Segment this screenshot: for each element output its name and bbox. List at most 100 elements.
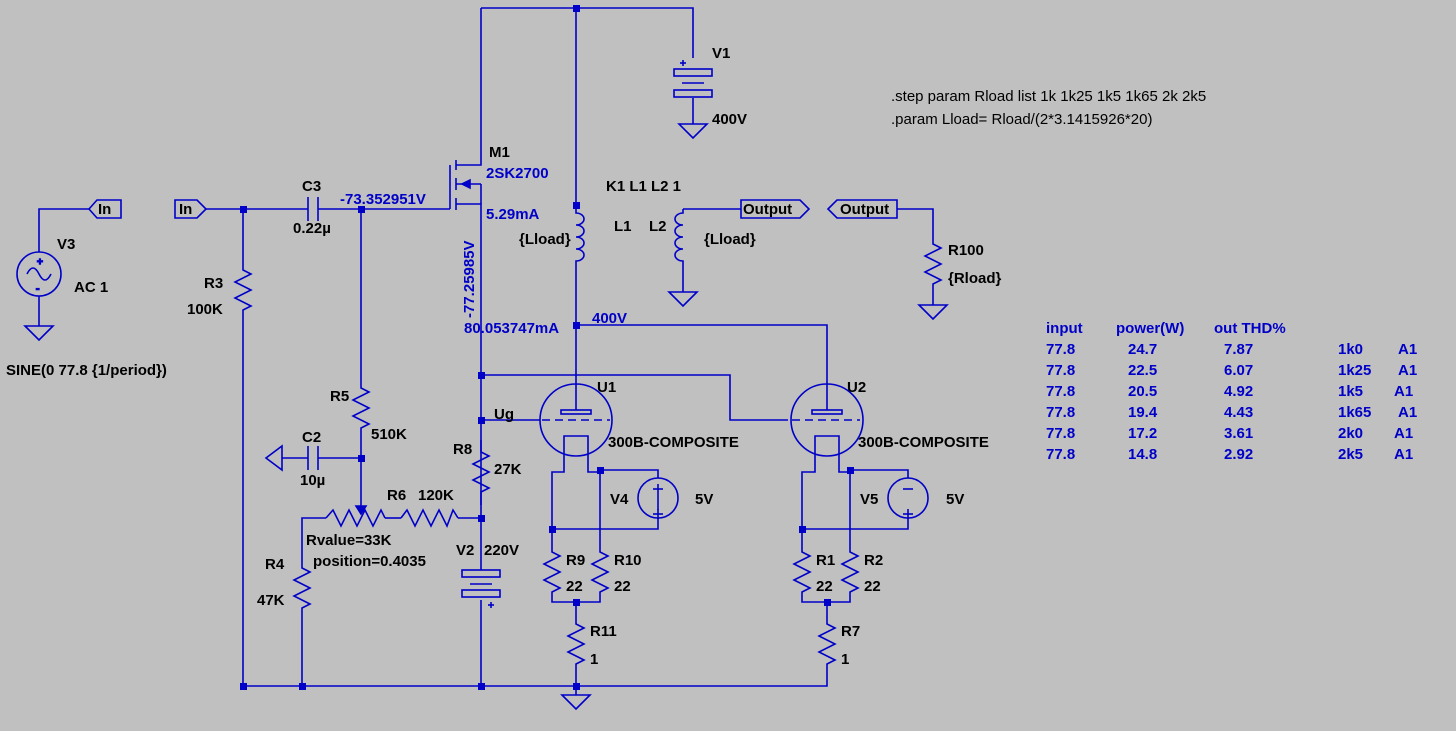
r10-name: R10 [614, 552, 642, 569]
results-r0-power: 24.7 [1128, 341, 1157, 358]
v3-name: V3 [57, 236, 75, 253]
v5-name: V5 [860, 491, 878, 508]
l2-value: {Lload} [704, 231, 756, 248]
v2-battery-symbol [461, 550, 501, 608]
coupling-directive: K1 L1 L2 1 [606, 178, 681, 195]
u2-model: 300B-COMPOSITE [858, 434, 989, 451]
param-directive: .param Lload= Rload/(2*3.1415926*20) [891, 111, 1152, 128]
r1-name: R1 [816, 552, 835, 569]
v3-ac-source-symbol: + - [16, 251, 62, 297]
plate-voltage: 400V [592, 310, 627, 327]
triode-u1-symbol [539, 383, 613, 457]
v1-name: V1 [712, 45, 730, 62]
results-r4-load: 2k0 [1338, 425, 1363, 442]
r100-name: R100 [948, 242, 984, 259]
source-voltage: -77.25985V [461, 240, 478, 318]
results-r2-load: 1k5 [1338, 383, 1363, 400]
v1-battery-symbol [673, 60, 713, 98]
m1-current: 5.29mA [486, 206, 540, 223]
r11-value: 1 [590, 651, 598, 668]
l2-name: L2 [649, 218, 667, 235]
results-r4-class: A1 [1394, 425, 1413, 442]
r9-name: R9 [566, 552, 585, 569]
results-header-power: power(W) [1116, 320, 1184, 337]
r9-value: 22 [566, 578, 583, 595]
c2-value: 10µ [300, 472, 325, 489]
results-r2-input: 77.8 [1046, 383, 1075, 400]
ug-label: Ug [494, 406, 514, 423]
plate-current: 80.053747mA [464, 320, 559, 337]
results-r4-thd: 3.61 [1224, 425, 1253, 442]
r2-name: R2 [864, 552, 883, 569]
l1-name: L1 [614, 218, 632, 235]
r7-name: R7 [841, 623, 860, 640]
results-r3-power: 19.4 [1128, 404, 1158, 421]
r10-value: 22 [614, 578, 631, 595]
results-header-input: input [1046, 320, 1083, 337]
output-flag-label: Output [743, 201, 792, 218]
ground-symbols [23, 123, 949, 711]
r11-name: R11 [590, 623, 617, 640]
results-r5-thd: 2.92 [1224, 446, 1253, 463]
results-r2-power: 20.5 [1128, 383, 1157, 400]
m1-name: M1 [489, 144, 510, 161]
results-r1-class: A1 [1398, 362, 1417, 379]
l1-value: {Lload} [519, 231, 571, 248]
mosfet-m1-symbol [449, 155, 482, 213]
u1-name: U1 [597, 379, 616, 396]
results-r2-thd: 4.92 [1224, 383, 1253, 400]
results-r0-input: 77.8 [1046, 341, 1075, 358]
labels: In In Output Output V1 400V M1 2SK2700 5… [6, 45, 1206, 668]
results-r0-load: 1k0 [1338, 341, 1363, 358]
c3-value: 0.22µ [293, 220, 331, 237]
in-flag-label: In [98, 201, 111, 218]
v4-value: 5V [695, 491, 713, 508]
in-flag-label-2: In [179, 201, 192, 218]
results-r5-input: 77.8 [1046, 446, 1075, 463]
inductor-symbols [575, 205, 684, 265]
results-r5-power: 14.8 [1128, 446, 1157, 463]
pot-rvalue: Rvalue=33K [306, 532, 392, 549]
u1-model: 300B-COMPOSITE [608, 434, 739, 451]
r5-name: R5 [330, 388, 349, 405]
v2-name: V2 [456, 542, 474, 559]
r8-value: 27K [494, 461, 522, 478]
results-r5-class: A1 [1394, 446, 1413, 463]
r3-value: 100K [187, 301, 223, 318]
resistor-symbols [233, 236, 943, 670]
results-header-thd: out THD% [1214, 320, 1286, 337]
results-r3-class: A1 [1398, 404, 1417, 421]
results-r1-power: 22.5 [1128, 362, 1157, 379]
pot-position: position=0.4035 [313, 553, 426, 570]
results-r1-input: 77.8 [1046, 362, 1075, 379]
results-r0-thd: 7.87 [1224, 341, 1253, 358]
r6-value: 120K [418, 487, 454, 504]
results-r1-load: 1k25 [1338, 362, 1371, 379]
r7-value: 1 [841, 651, 849, 668]
r1-value: 22 [816, 578, 833, 595]
results-r4-input: 77.8 [1046, 425, 1075, 442]
r5-value: 510K [371, 426, 407, 443]
results-r0-class: A1 [1398, 341, 1417, 358]
svg-text:+: + [37, 257, 43, 268]
r100-value: {Rload} [948, 270, 1002, 287]
gate-voltage: -73.352951V [340, 191, 426, 208]
triode-u2-symbol [790, 383, 864, 457]
v2-value: 220V [484, 542, 519, 559]
r3-name: R3 [204, 275, 223, 292]
c2-name: C2 [302, 429, 321, 446]
results-r4-power: 17.2 [1128, 425, 1157, 442]
v4-name: V4 [610, 491, 629, 508]
c3-name: C3 [302, 178, 321, 195]
v1-value: 400V [712, 111, 747, 128]
results-table: input power(W) out THD% 77.8 24.7 7.87 1… [1046, 320, 1417, 463]
results-r2-class: A1 [1394, 383, 1413, 400]
svg-text:-: - [36, 284, 39, 295]
r4-value: 47K [257, 592, 285, 609]
results-r3-load: 1k65 [1338, 404, 1371, 421]
v3-value: AC 1 [74, 279, 108, 296]
results-r5-load: 2k5 [1338, 446, 1363, 463]
results-r3-thd: 4.43 [1224, 404, 1253, 421]
net-label-flags [87, 199, 898, 219]
